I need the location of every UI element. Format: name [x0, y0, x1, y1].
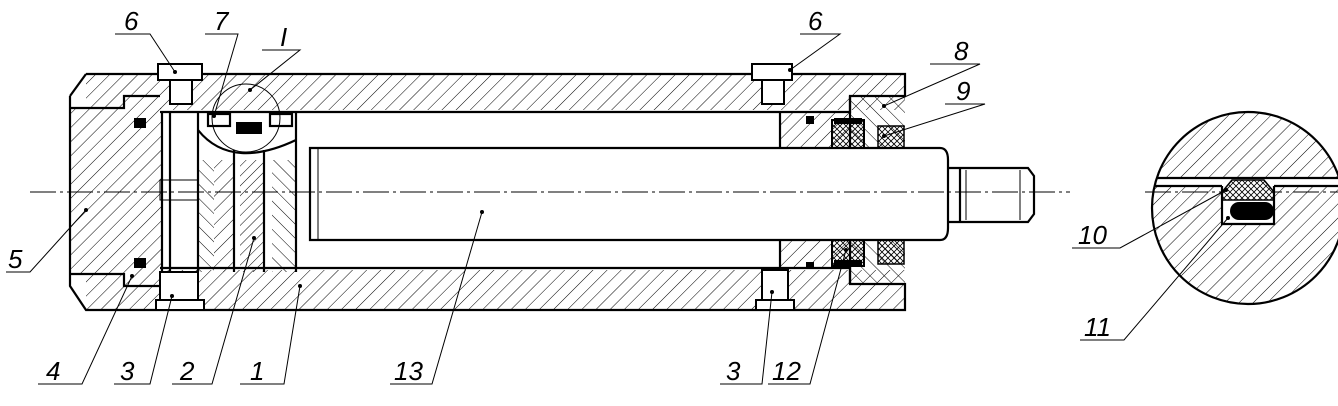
label-2: 2 [179, 356, 195, 386]
end-cap [68, 72, 164, 312]
label-10: 10 [1078, 220, 1107, 250]
label-I: I [280, 22, 287, 52]
leader-dots [84, 68, 1230, 298]
detail-view [1150, 110, 1338, 306]
piston-rod [308, 146, 1036, 242]
label-13: 13 [394, 356, 423, 386]
label-3-right: 3 [726, 356, 741, 386]
label-9: 9 [956, 76, 970, 106]
label-6-left: 6 [124, 6, 139, 36]
label-4: 4 [46, 356, 60, 386]
piston [159, 112, 298, 272]
label-8: 8 [954, 36, 969, 66]
label-7: 7 [214, 6, 230, 36]
label-6-right: 6 [808, 6, 823, 36]
ports [155, 63, 795, 311]
label-12: 12 [772, 356, 801, 386]
detail-marker-circle [211, 83, 281, 153]
label-1: 1 [250, 356, 264, 386]
label-3-left: 3 [120, 356, 135, 386]
rod-gland [778, 96, 905, 284]
label-11: 11 [1084, 312, 1111, 342]
leader-lines [6, 33, 1229, 385]
label-5: 5 [8, 244, 23, 274]
